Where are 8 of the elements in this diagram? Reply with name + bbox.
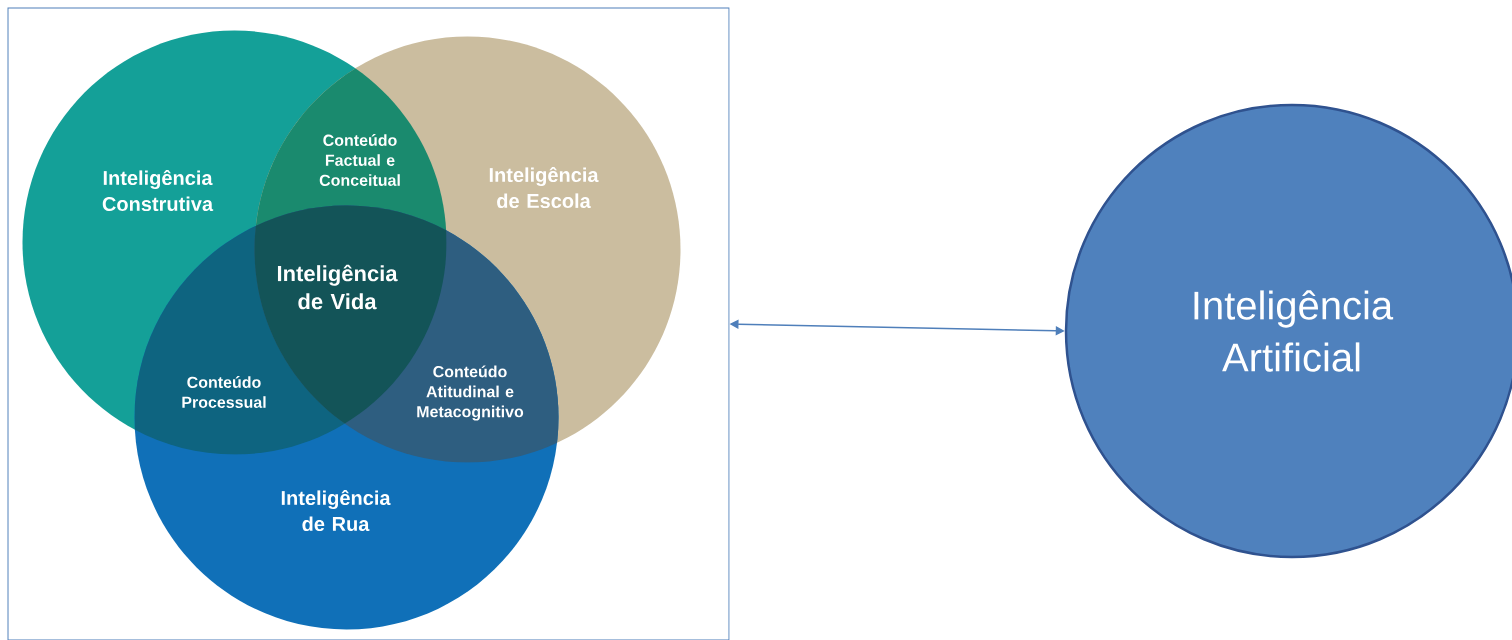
circle-label: Inteligência de Escola: [489, 166, 599, 209]
region-label: Conteúdo Factual e Conceitual: [319, 134, 400, 186]
region-label: Inteligência de Vida: [277, 264, 398, 310]
circle-node: Inteligência Artificial: [1064, 103, 1512, 559]
circle-label: Inteligência de Rua: [281, 489, 391, 532]
circle-label: Inteligência Construtiva: [102, 169, 214, 212]
region-label: Conteúdo Processual: [182, 376, 266, 408]
region-label: Conteúdo Atitudinal e Metacognitivo: [417, 365, 524, 421]
